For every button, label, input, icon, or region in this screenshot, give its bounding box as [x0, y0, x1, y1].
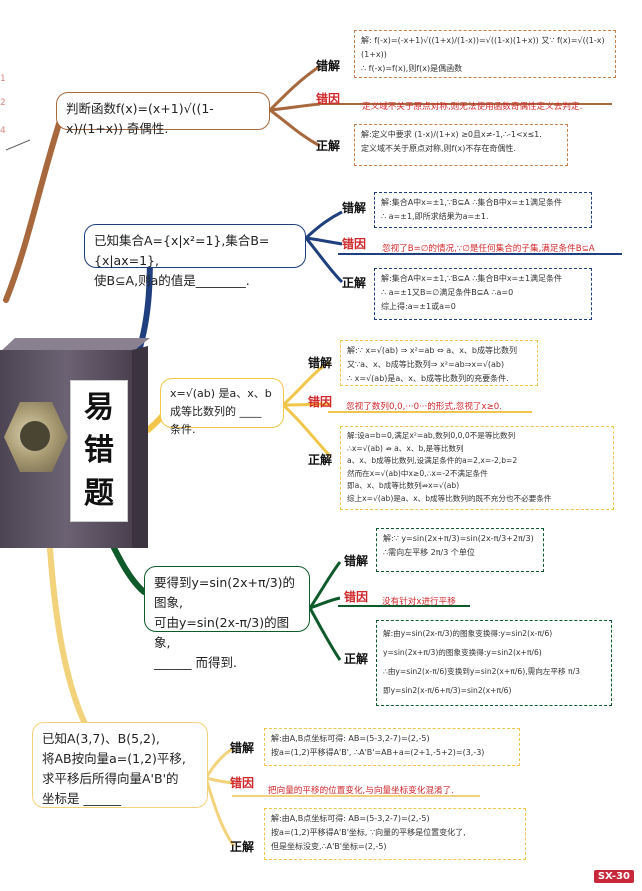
problem-5-question: 已知A(3,7)、B(5,2), 将AB按向量a=(1,2)平移, 求平移后所得… — [32, 722, 208, 808]
problem-2-wrong-solution: 解:集合A中x=±1,∵B⊆A ∴集合B中x=±1满足条件 ∴ a=±1,即所求… — [374, 192, 592, 228]
margin-mark-2: 2 — [0, 98, 6, 108]
problem-4-question: 要得到y=sin(2x+π/3)的图象, 可由y=sin(2x-π/3)的图象,… — [144, 566, 310, 670]
title-char-3: 题 — [84, 475, 114, 511]
problem-1-question: 判断函数f(x)=(x+1)√((1-x)/(1+x)) 奇偶性. — [56, 92, 270, 136]
problem-2-question: 已知集合A={x|x²=1},集合B={x|ax=1}, 使B⊆A,则a的值是_… — [84, 224, 306, 288]
block-side-face — [132, 346, 148, 548]
problem-3-right-solution: 解:设a=b=0,满足x²=ab,数列0,0,0不是等比数列 ∴x=√(ab) … — [340, 426, 614, 510]
problem-1-cause-label: 错因 — [316, 92, 341, 106]
title-panel: 易 错 题 — [70, 380, 128, 522]
problem-3-wrong-label: 错解 — [308, 356, 333, 370]
problem-5-cause-label: 错因 — [230, 776, 255, 790]
problem-3-question: x=√(ab) 是a、x、b 成等比数列的 ____ 条件. — [160, 378, 284, 436]
problem-5-right-solution: 解:由A,B点坐标可得: AB=(5-3,2-7)=(2,-5) 按a=(1,2… — [264, 808, 526, 860]
problem-3-cause-label: 错因 — [308, 395, 333, 409]
title-char-1: 易 — [84, 390, 114, 426]
problem-4-wrong-label: 错解 — [344, 554, 369, 568]
problem-5-right-label: 正解 — [230, 840, 255, 854]
problem-3-right-label: 正解 — [308, 453, 333, 467]
problem-4-wrong-solution: 解:∵ y=sin(2x+π/3)=sin(2x-π/3+2π/3) ∴需向左平… — [376, 528, 544, 572]
problem-2-right-label: 正解 — [342, 276, 367, 290]
problem-1-cause: 定义域不关于原点对称,则无法使用函数奇偶性定义去判定. — [362, 102, 583, 112]
problem-1-right-label: 正解 — [316, 139, 341, 153]
page-number-badge: SX-30 — [593, 870, 634, 883]
problem-5-wrong-label: 错解 — [230, 741, 255, 755]
block-top-face — [0, 338, 150, 352]
hex-nut-hole — [20, 421, 50, 451]
problem-3-cause: 忽视了数列0,0,···0···的形式,忽视了x≥0. — [346, 402, 503, 412]
margin-mark-3: 4 — [0, 126, 6, 136]
problem-4-right-solution: 解:由y=sin(2x-π/3)的图象变换得:y=sin2(x-π/6) y=s… — [376, 620, 612, 706]
problem-2-cause: 忽视了B=∅的情况,∵∅是任何集合的子集,满足条件B⊆A — [382, 244, 595, 254]
problem-3-wrong-solution: 解:∵ x=√(ab) ⇒ x²=ab ⇔ a、x、b成等比数列 又∵a、x、b… — [340, 340, 538, 386]
problem-2-cause-label: 错因 — [342, 237, 367, 251]
problem-1-wrong-label: 错解 — [316, 59, 341, 73]
margin-mark-1: 1 — [0, 74, 6, 84]
title-char-2: 错 — [84, 432, 114, 468]
problem-5-wrong-solution: 解:由A,B点坐标可得: AB=(5-3,2-7)=(2,-5) 按a=(1,2… — [264, 728, 520, 766]
problem-2-wrong-label: 错解 — [342, 201, 367, 215]
problem-4-cause: 没有针对x进行平移 — [382, 597, 456, 607]
problem-4-right-label: 正解 — [344, 652, 369, 666]
problem-1-wrong-solution: 解: f(-x)=(-x+1)√((1+x)/(1-x))=√((1-x)(1+… — [354, 30, 616, 78]
problem-2-right-solution: 解:集合A中x=±1,∵B⊆A ∴集合B中x=±1满足条件 ∴ a=±1又B=∅… — [374, 268, 592, 320]
problem-1-right-solution: 解:定义中要求 (1-x)/(1+x) ≥0且x≠-1,∴-1<x≤1. 定义域… — [354, 124, 568, 166]
problem-4-cause-label: 错因 — [344, 590, 369, 604]
problem-5-cause: 把向量的平移的位置变化,与向量坐标变化混淆了. — [268, 786, 454, 796]
